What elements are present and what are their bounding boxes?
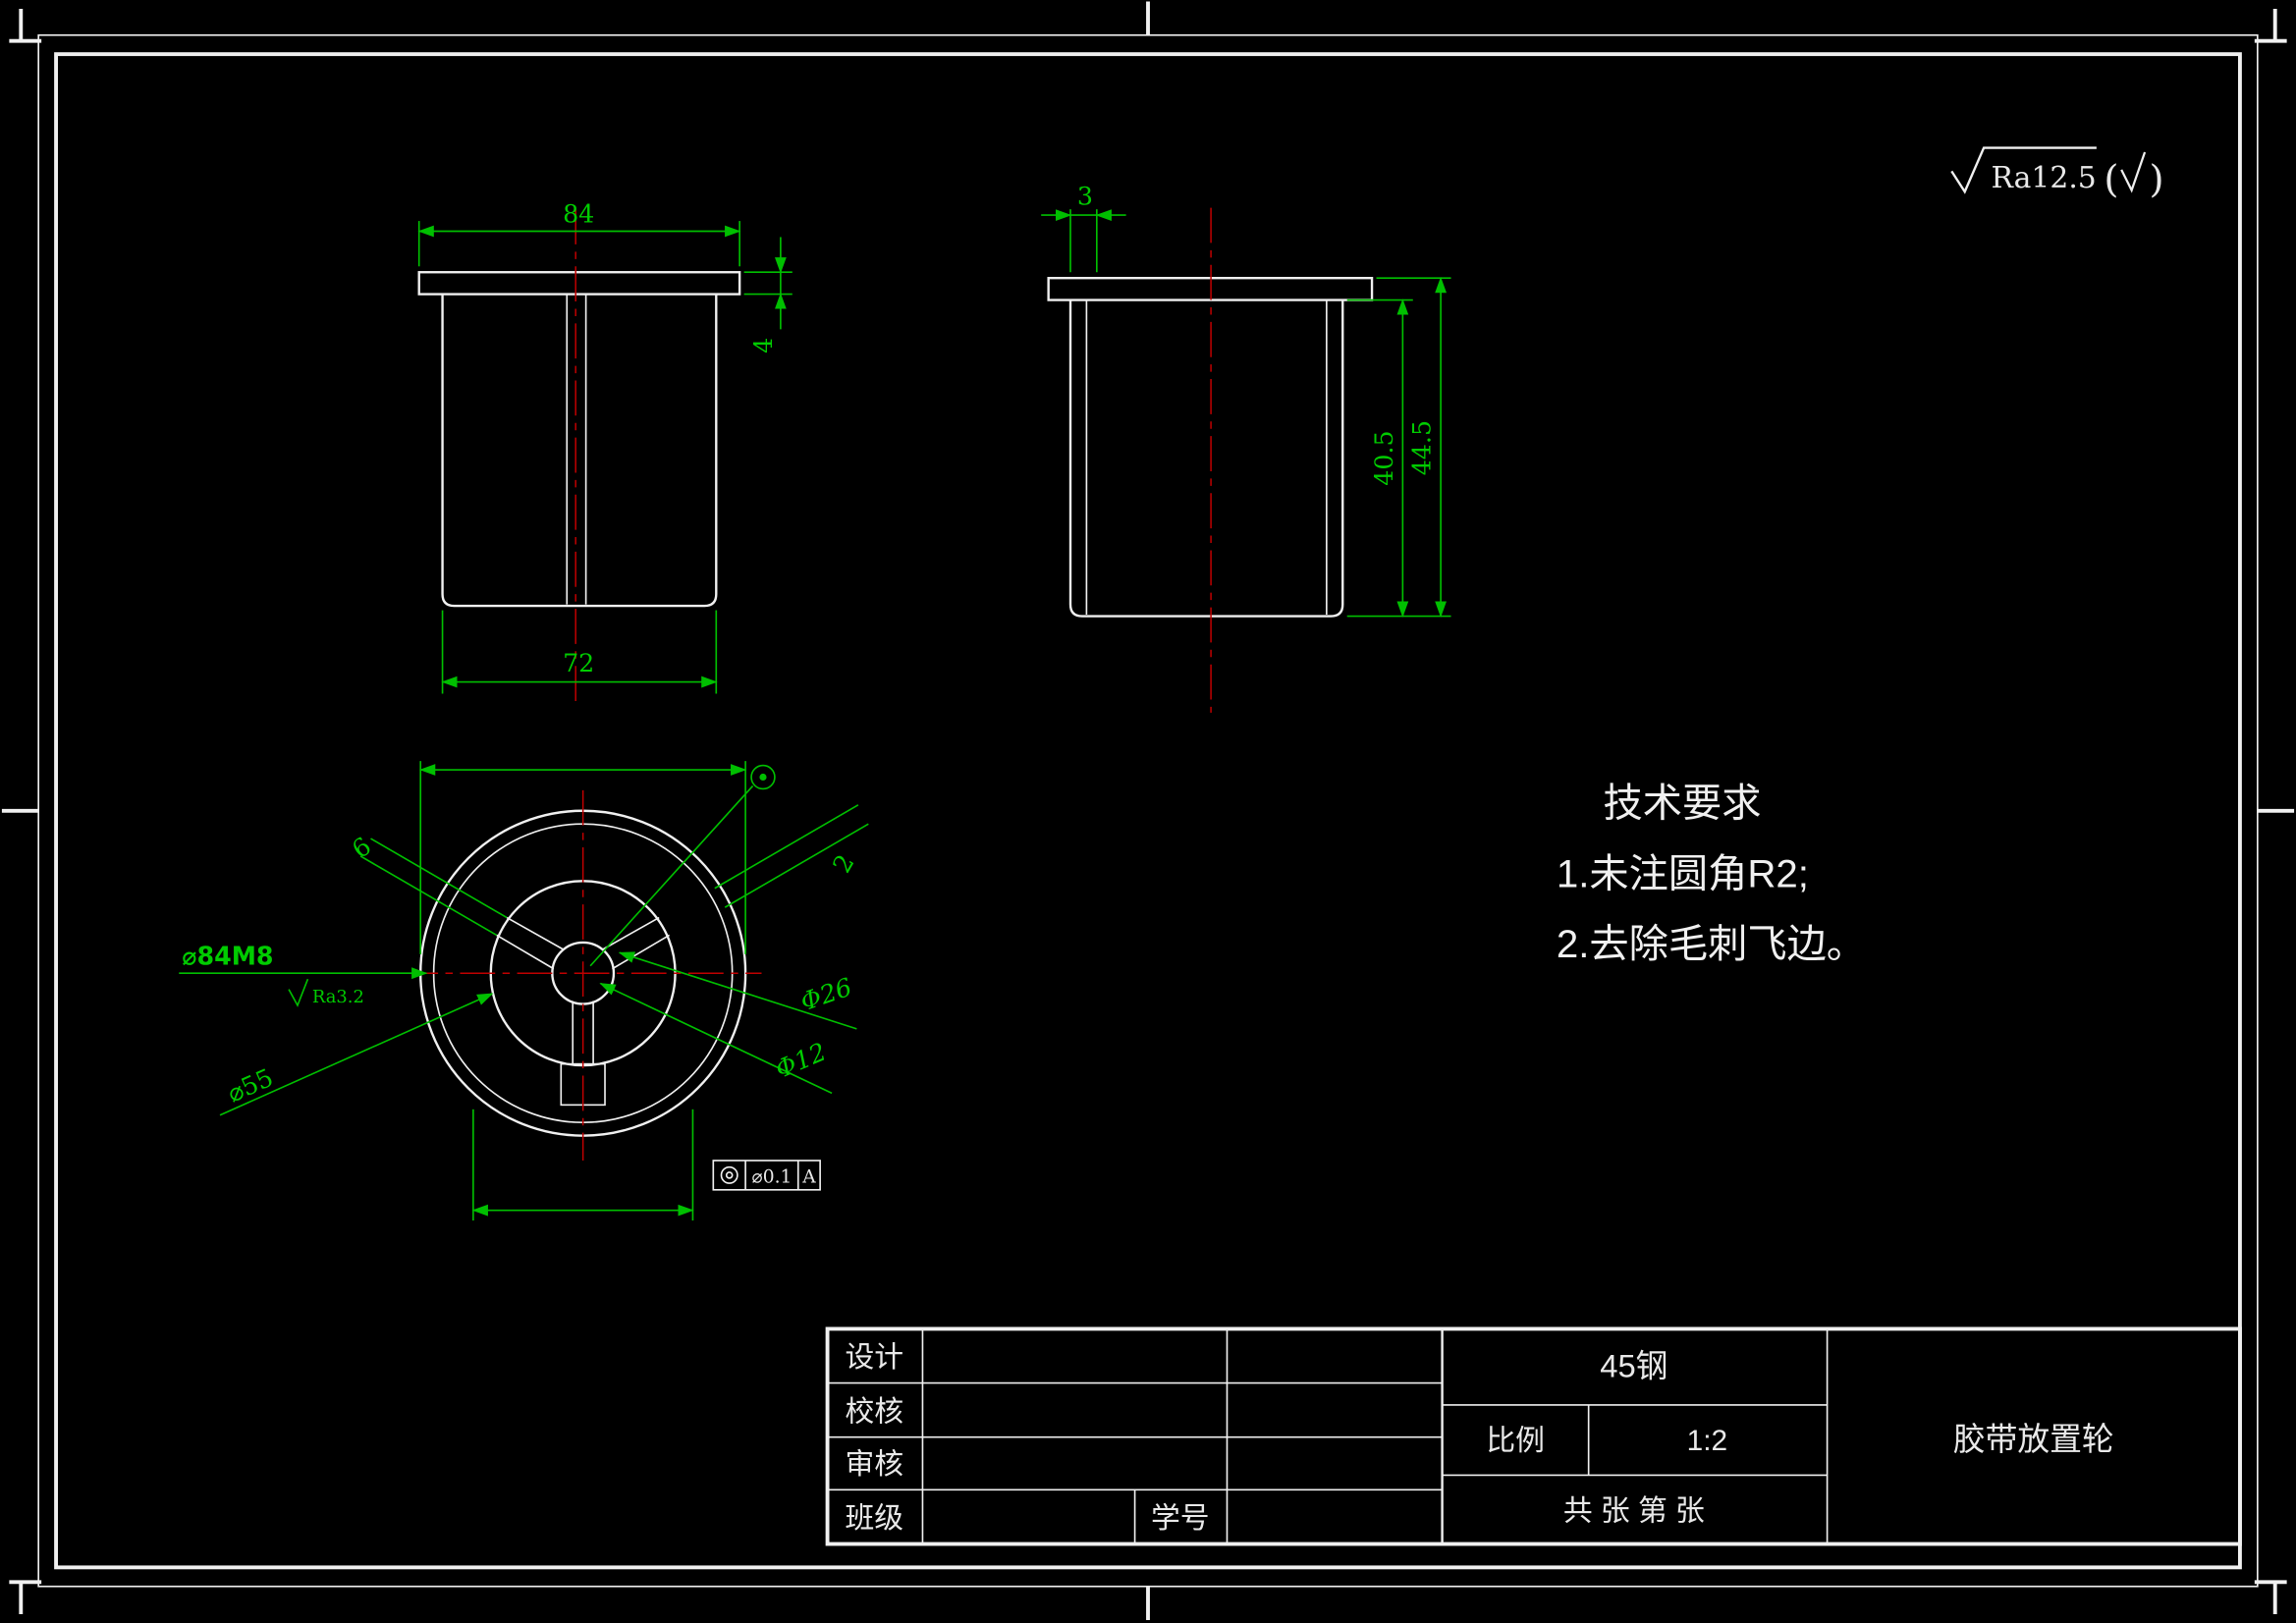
field-scale-value: 1:2 xyxy=(1687,1425,1727,1457)
dim-text-ra3-2: Ra3.2 xyxy=(312,987,364,1007)
front-view: 84 4 72 xyxy=(417,199,793,707)
dim-text-72: 72 xyxy=(563,648,594,677)
front-body xyxy=(441,294,718,608)
corner-mark-bottom-left xyxy=(9,1580,42,1615)
technical-requirements: 技术要求 1.未注圆角R2; 2.去除毛刺飞边。 xyxy=(1557,782,1866,966)
datum-target-dot xyxy=(759,773,767,782)
tech-req-title: 技术要求 xyxy=(1604,782,1762,826)
field-scale-label: 比例 xyxy=(1486,1425,1545,1457)
dim-text-2: 2 xyxy=(827,849,860,878)
extension-line xyxy=(714,804,859,890)
field-sheet-note: 共 张 第 张 xyxy=(1563,1495,1705,1528)
concentricity-icon-inner xyxy=(725,1171,734,1179)
field-part-name: 胶带放置轮 xyxy=(1953,1421,2114,1457)
side-body xyxy=(1068,299,1344,618)
roughness-icon xyxy=(1950,146,2097,194)
corner-mark-bottom-right xyxy=(2254,1580,2287,1615)
plan-view: 6 2 ⌀84M8 Ra3.2 Φ26 Φ12 ⌀55 ⌀0.1 A xyxy=(179,761,869,1221)
dim-text-6: 6 xyxy=(347,831,376,864)
title-block: 设计 校核 审核 班级 学号 45钢 比例 1:2 共 张 第 张 胶带放置轮 xyxy=(825,1326,2242,1546)
field-class: 班级 xyxy=(845,1502,903,1535)
frame-outer xyxy=(37,33,2259,1588)
dim-text-40-5: 40.5 xyxy=(1369,430,1398,485)
spoke-upper-left-edge xyxy=(496,934,555,970)
field-design: 设计 xyxy=(845,1341,903,1374)
roughness-basic-icon xyxy=(2120,151,2147,193)
extension-line xyxy=(370,838,508,919)
dim-text-55: ⌀55 xyxy=(223,1062,278,1109)
frame-inner xyxy=(54,52,2242,1570)
leader-line-12 xyxy=(599,982,833,1095)
roughness-value: Ra12.5 xyxy=(1992,161,2097,195)
corner-mark-top-right xyxy=(2254,8,2287,43)
dim-text-44-5: 44.5 xyxy=(1407,420,1437,475)
tolerance-frame xyxy=(712,1160,821,1191)
corner-mark-top-left xyxy=(9,8,42,43)
tech-req-item-2: 2.去除毛刺飞边。 xyxy=(1557,922,1866,966)
tech-req-item-1: 1.未注圆角R2; xyxy=(1557,851,1809,895)
dim-text-3: 3 xyxy=(1077,182,1093,211)
dim-text-84: 84 xyxy=(563,199,594,229)
spoke-upper-left-edge xyxy=(506,916,565,951)
dim-text-26: Φ26 xyxy=(796,972,855,1017)
leader-line-26 xyxy=(618,951,857,1030)
dim-text-4: 4 xyxy=(748,338,778,353)
field-review: 审核 xyxy=(845,1448,903,1481)
spoke-upper-right-edge xyxy=(601,916,660,951)
field-check: 校核 xyxy=(845,1395,903,1428)
spoke-upper-right-edge xyxy=(612,934,671,970)
dim-text-12: Φ12 xyxy=(771,1037,831,1084)
tolerance-value: ⌀0.1 xyxy=(752,1166,793,1187)
dim-text-thread: ⌀84M8 xyxy=(182,941,273,970)
concentricity-icon xyxy=(720,1165,738,1184)
extension-line xyxy=(724,823,869,908)
paren-open: ( xyxy=(2104,157,2118,201)
field-student-id: 学号 xyxy=(1151,1502,1210,1535)
extension-line xyxy=(359,855,498,937)
roughness-icon xyxy=(288,978,309,1007)
paren-close: ) xyxy=(2150,157,2164,201)
surface-roughness-note: Ra12.5 ( ) xyxy=(1950,146,2164,201)
field-material: 45钢 xyxy=(1600,1348,1667,1384)
front-flange xyxy=(417,271,741,296)
side-view: 3 40.5 44.5 xyxy=(1041,182,1451,713)
tolerance-datum: A xyxy=(801,1166,816,1187)
leader-line-55 xyxy=(219,993,494,1116)
datum-target-symbol xyxy=(750,764,776,790)
leader-line-datum xyxy=(589,784,754,967)
